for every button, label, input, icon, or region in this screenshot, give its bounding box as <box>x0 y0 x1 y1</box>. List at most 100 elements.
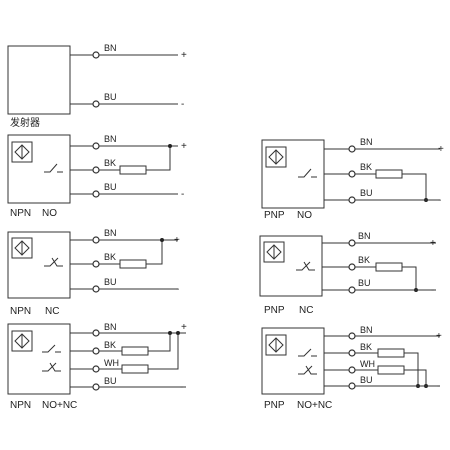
npn-nc-bn-label: BN <box>104 228 117 238</box>
npn-nonc-bk-label: BK <box>104 340 116 350</box>
pnp-nc-bu-terminal-icon <box>348 286 356 294</box>
pnp-nc-bu-label: BU <box>358 278 371 288</box>
npn-no-bn-terminal-icon <box>92 142 100 150</box>
normally-closed-switch-icon <box>44 257 63 267</box>
npn-no-resistor-icon <box>119 165 147 175</box>
npn-nonc-type-label: NPN <box>10 400 31 411</box>
pnp-nc-bn-label: BN <box>358 231 371 241</box>
pnp-no-load-return <box>402 173 427 200</box>
pnp-no-minus-sign: - <box>438 195 441 206</box>
pnp-nonc-wh-terminal-icon <box>348 366 356 374</box>
npn-nonc-bk-terminal-icon <box>92 347 100 355</box>
npn-no-type-label: NPN <box>10 208 31 219</box>
pnp-nonc-bu-label: BU <box>360 375 373 385</box>
npn-nonc-plus-sign: + <box>181 322 187 333</box>
npn-nc-bu-label: BU <box>104 277 117 287</box>
pnp-nonc-bk-resistor-icon <box>377 348 405 358</box>
pnp-nonc-panel: BN BK WH BU + - PNP NO+NC <box>261 325 442 411</box>
npn-nc-bk-terminal-icon <box>92 260 100 268</box>
npn-nonc-junction-1 <box>168 331 172 335</box>
pnp-nonc-plus-sign: + <box>436 331 442 342</box>
pnp-nc-type-label: PNP <box>264 305 285 316</box>
npn-nc-bn-terminal-icon <box>92 236 100 244</box>
pnp-no-type-label: PNP <box>264 210 285 221</box>
pnp-nc-plus-sign: + <box>430 238 436 249</box>
npn-no-panel: BN BK BU + - NPN NO <box>7 134 187 219</box>
pnp-no-bk-terminal-icon <box>348 170 356 178</box>
normally-closed-switch-icon <box>296 261 315 271</box>
pnp-no-plus-sign: + <box>438 144 444 155</box>
pnp-nonc-bk-terminal-icon <box>348 349 356 357</box>
npn-nonc-wh-resistor-icon <box>121 364 149 374</box>
npn-no-bu-terminal-icon <box>92 190 100 198</box>
npn-nc-junction <box>160 238 164 242</box>
pnp-no-resistor-icon <box>375 169 403 179</box>
npn-nc-bu-terminal-icon <box>92 285 100 293</box>
pnp-nc-mode-label: NC <box>299 305 313 316</box>
pnp-nc-bk-label: BK <box>358 255 370 265</box>
npn-nc-mode-label: NC <box>45 306 59 317</box>
normally-closed-switch-icon <box>42 362 61 372</box>
pnp-nonc-bn-label: BN <box>360 325 373 335</box>
npn-no-load-return <box>146 146 171 171</box>
npn-nonc-bn-label: BN <box>104 322 117 332</box>
npn-no-mode-label: NO <box>42 208 57 219</box>
npn-nc-plus-sign: + <box>174 235 180 246</box>
emitter-bu-terminal-icon <box>92 100 100 108</box>
normally-open-switch-icon <box>42 344 61 353</box>
pnp-no-bk-label: BK <box>360 162 372 172</box>
pnp-nonc-mode-label: NO+NC <box>297 400 332 411</box>
npn-nonc-wh-terminal-icon <box>92 365 100 373</box>
diamond-sensor-icon <box>11 330 33 352</box>
normally-open-switch-icon <box>298 168 317 178</box>
normally-open-switch-icon <box>44 163 63 173</box>
pnp-nc-resistor-icon <box>375 262 403 272</box>
npn-nc-panel: BN BK BU + - NPN NC <box>7 228 180 317</box>
npn-no-bk-label: BK <box>104 158 116 168</box>
diamond-sensor-icon <box>263 241 285 263</box>
emitter-caption: 发射器 <box>10 116 40 129</box>
pnp-nonc-minus-sign: - <box>437 381 440 392</box>
emitter-bn-label: BN <box>104 43 117 53</box>
npn-nonc-bk-resistor-icon <box>121 346 149 356</box>
diamond-sensor-icon <box>11 141 33 163</box>
npn-nonc-mode-label: NO+NC <box>42 400 77 411</box>
npn-no-plus-sign: + <box>181 141 187 152</box>
npn-no-bn-label: BN <box>104 134 117 144</box>
emitter-minus-sign: - <box>181 99 184 110</box>
diamond-sensor-icon <box>265 334 287 356</box>
normally-open-switch-icon <box>298 348 317 357</box>
npn-nonc-junction-2 <box>176 331 180 335</box>
npn-nonc-bk-return <box>148 333 171 352</box>
npn-nonc-wh-return <box>148 333 179 370</box>
emitter-bn-terminal-icon <box>92 51 100 59</box>
npn-no-minus-sign: - <box>181 189 184 200</box>
npn-nc-minus-sign: - <box>176 284 179 295</box>
pnp-nc-load-return <box>402 266 417 290</box>
emitter-bu-label: BU <box>104 92 117 102</box>
npn-nonc-bu-terminal-icon <box>92 383 100 391</box>
pnp-nc-bk-terminal-icon <box>348 263 356 271</box>
pnp-nonc-bn-terminal-icon <box>348 332 356 340</box>
pnp-no-mode-label: NO <box>297 210 312 221</box>
pnp-nonc-bu-terminal-icon <box>348 382 356 390</box>
pnp-nonc-wh-return <box>404 369 427 386</box>
npn-nc-bk-label: BK <box>104 252 116 262</box>
pnp-nonc-bk-return <box>404 352 419 386</box>
pnp-no-bn-label: BN <box>360 137 373 147</box>
pnp-nonc-bk-label: BK <box>360 342 372 352</box>
npn-no-bk-terminal-icon <box>92 166 100 174</box>
diamond-sensor-icon <box>265 146 287 168</box>
pnp-nonc-type-label: PNP <box>264 400 285 411</box>
pnp-no-panel: BN BK BU + - PNP NO <box>261 137 444 221</box>
emitter-panel: 发射器 BN BU + - <box>7 43 187 129</box>
pnp-no-bn-terminal-icon <box>348 145 356 153</box>
pnp-nc-minus-sign: - <box>431 285 434 296</box>
npn-no-junction <box>168 144 172 148</box>
normally-closed-switch-icon <box>298 365 317 375</box>
pnp-no-bu-terminal-icon <box>348 196 356 204</box>
npn-nc-load-return <box>146 240 163 265</box>
pnp-no-bu-label: BU <box>360 188 373 198</box>
npn-nc-resistor-icon <box>119 259 147 269</box>
